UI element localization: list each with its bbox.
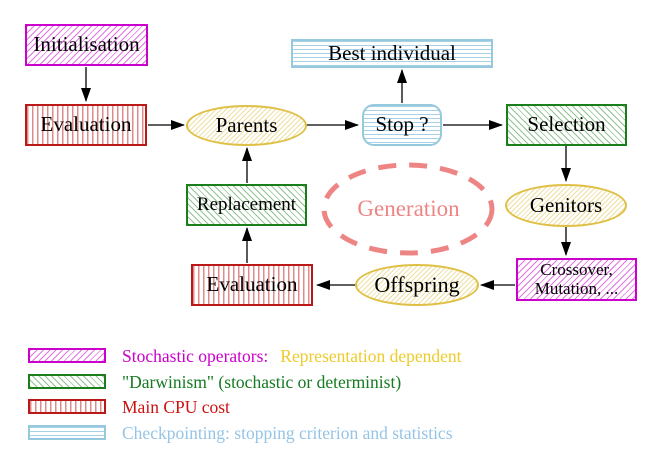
node-parents: Parents xyxy=(186,105,307,146)
node-evaluation-bottom: Evaluation xyxy=(191,264,313,306)
node-replacement: Replacement xyxy=(186,184,307,226)
legend-darwinism-swatch xyxy=(28,374,106,389)
legend-checkpointing-text: Checkpointing: stopping criterion and st… xyxy=(122,423,453,443)
legend-stochastic-label: Stochastic operators: xyxy=(122,346,269,366)
legend-stochastic-operators-swatch xyxy=(28,348,106,363)
legend-representation-label: Representation dependent xyxy=(280,346,462,366)
crossover-line2: Mutation, ... xyxy=(534,278,619,298)
generation-loop-ellipse xyxy=(321,162,495,256)
node-genitors: Genitors xyxy=(505,184,627,227)
node-best-individual: Best individual xyxy=(291,39,493,68)
legend-cpu-cost-text: Main CPU cost xyxy=(122,397,230,417)
legend-checkpointing-swatch xyxy=(28,425,106,440)
legend-darwinism-text: "Darwinism" (stochastic or determinist) xyxy=(122,372,402,392)
legend-stochastic-operators-text: Stochastic operators: Representation depe… xyxy=(122,346,462,366)
node-selection: Selection xyxy=(506,104,627,146)
crossover-line1: Crossover, xyxy=(540,259,613,279)
node-stop: Stop ? xyxy=(362,104,442,146)
generation-label: Generation xyxy=(357,196,460,221)
node-offspring: Offspring xyxy=(355,264,479,306)
node-initialisation: Initialisation xyxy=(25,24,148,66)
legend-cpu-cost-swatch xyxy=(28,399,106,414)
node-evaluation-top: Evaluation xyxy=(25,104,147,146)
node-crossover-mutation: Crossover, Mutation, ... xyxy=(516,258,637,301)
